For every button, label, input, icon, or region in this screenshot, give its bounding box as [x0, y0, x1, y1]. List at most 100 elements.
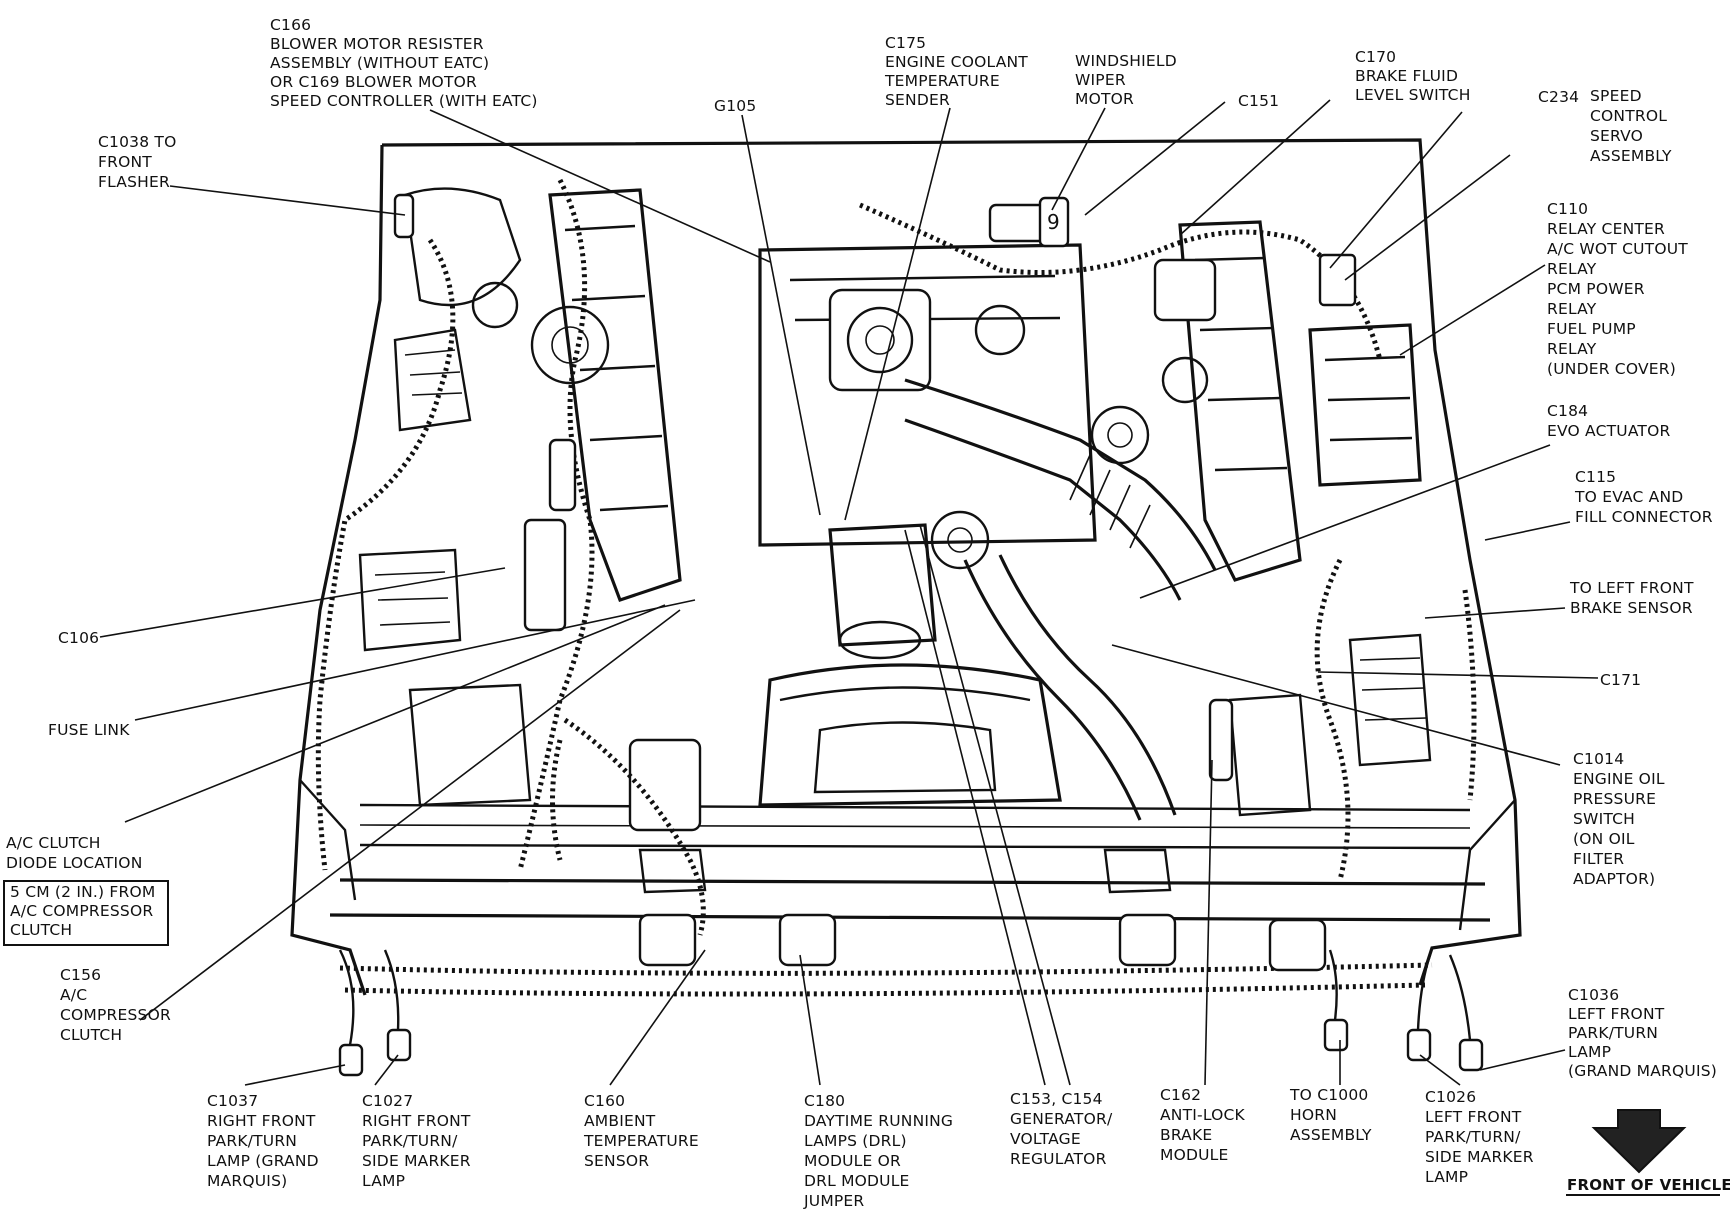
- label-line: C171: [1600, 671, 1641, 689]
- label-line: EVO ACTUATOR: [1547, 422, 1670, 440]
- label-line: FUSE LINK: [48, 721, 130, 739]
- label-line: RELAY: [1547, 260, 1597, 278]
- label-line: FRONT: [98, 153, 152, 171]
- label-line: RELAY: [1547, 340, 1597, 358]
- label-line: PARK/TURN/: [362, 1132, 458, 1150]
- label-line: ADAPTOR): [1573, 870, 1655, 888]
- label-line: OR C169 BLOWER MOTOR: [270, 73, 477, 91]
- label-line: C106: [58, 629, 99, 647]
- label-line: A/C WOT CUTOUT: [1547, 240, 1688, 258]
- label-front-of-vehicle: FRONT OF VEHICLE: [1567, 1176, 1730, 1194]
- label-line: MOTOR: [1075, 90, 1134, 108]
- label-line: C1027: [362, 1092, 413, 1110]
- label-line: LAMPS (DRL): [804, 1132, 907, 1150]
- label-c106: C106: [58, 629, 99, 647]
- label-line: C162: [1160, 1086, 1201, 1104]
- label-line: A/C CLUTCH: [6, 834, 101, 852]
- label-line: TO LEFT FRONT: [1569, 579, 1694, 597]
- label-line: C1026: [1425, 1088, 1476, 1106]
- label-line: SIDE MARKER: [362, 1152, 471, 1170]
- label-line: MODULE OR: [804, 1152, 901, 1170]
- label-line: FRONT OF VEHICLE: [1567, 1176, 1730, 1194]
- label-line: C115: [1575, 468, 1616, 486]
- label-c234: C234: [1538, 88, 1579, 106]
- front-of-vehicle-arrow: [1566, 1109, 1720, 1196]
- label-c151: C151: [1238, 92, 1279, 110]
- label-line: C1038 TO: [98, 133, 176, 151]
- label-line: LEFT FRONT: [1568, 1005, 1665, 1023]
- label-line: LAMP: [1568, 1043, 1611, 1061]
- label-line: FILL CONNECTOR: [1575, 508, 1713, 526]
- label-line: WINDSHIELD: [1075, 52, 1177, 70]
- label-line: SPEED: [1590, 87, 1642, 105]
- label-line: AMBIENT: [584, 1112, 656, 1130]
- label-line: RIGHT FRONT: [362, 1112, 471, 1130]
- label-line: SWITCH: [1573, 810, 1635, 828]
- label-c171: C171: [1600, 671, 1641, 689]
- wiper-motor-mark: 9: [1047, 210, 1060, 234]
- label-line: LAMP: [362, 1172, 405, 1190]
- label-line: C1036: [1568, 986, 1619, 1004]
- label-line: BRAKE SENSOR: [1570, 599, 1693, 617]
- label-line: LEVEL SWITCH: [1355, 86, 1471, 104]
- label-line: CLUTCH: [10, 921, 72, 939]
- label-line: PARK/TURN: [207, 1132, 297, 1150]
- label-line: VOLTAGE: [1010, 1130, 1081, 1148]
- label-line: ASSEMBLY: [1590, 147, 1672, 165]
- leader-lines: [99, 99, 1599, 1086]
- lamp-connectors: [338, 949, 1484, 1077]
- label-line: TEMPERATURE: [884, 72, 1000, 90]
- label-line: G105: [714, 97, 756, 115]
- label-line: A/C: [60, 986, 87, 1004]
- label-line: PARK/TURN: [1568, 1024, 1658, 1042]
- label-line: FLASHER: [98, 173, 170, 191]
- label-line: LEFT FRONT: [1425, 1108, 1522, 1126]
- label-line: C156: [60, 966, 101, 984]
- label-line: TEMPERATURE: [583, 1132, 699, 1150]
- label-line: ENGINE OIL: [1573, 770, 1665, 788]
- label-left-front-brake-sensor: TO LEFT FRONT BRAKE SENSOR: [1569, 579, 1694, 617]
- label-line: MODULE: [1160, 1146, 1228, 1164]
- label-line: (UNDER COVER): [1547, 360, 1676, 378]
- label-line: ASSEMBLY: [1290, 1126, 1372, 1144]
- label-line: PCM POWER: [1547, 280, 1645, 298]
- label-line: RIGHT FRONT: [207, 1112, 316, 1130]
- label-fuse-link: FUSE LINK: [48, 721, 130, 739]
- label-line: LAMP (GRAND: [207, 1152, 319, 1170]
- label-line: DAYTIME RUNNING: [804, 1112, 953, 1130]
- label-line: BRAKE FLUID: [1355, 67, 1458, 85]
- label-line: C170: [1355, 48, 1396, 66]
- label-line: BLOWER MOTOR RESISTER: [270, 35, 484, 53]
- label-line: C234: [1538, 88, 1579, 106]
- label-line: WIPER: [1075, 71, 1126, 89]
- label-line: PRESSURE: [1573, 790, 1656, 808]
- label-g105: G105: [714, 97, 756, 115]
- label-line: ASSEMBLY (WITHOUT EATC): [270, 54, 489, 72]
- label-line: SENSOR: [584, 1152, 649, 1170]
- label-line: MARQUIS): [207, 1172, 287, 1190]
- label-line: C166: [270, 16, 311, 34]
- label-line: TO C1000: [1289, 1086, 1368, 1104]
- label-line: C180: [804, 1092, 845, 1110]
- label-line: C1014: [1573, 750, 1624, 768]
